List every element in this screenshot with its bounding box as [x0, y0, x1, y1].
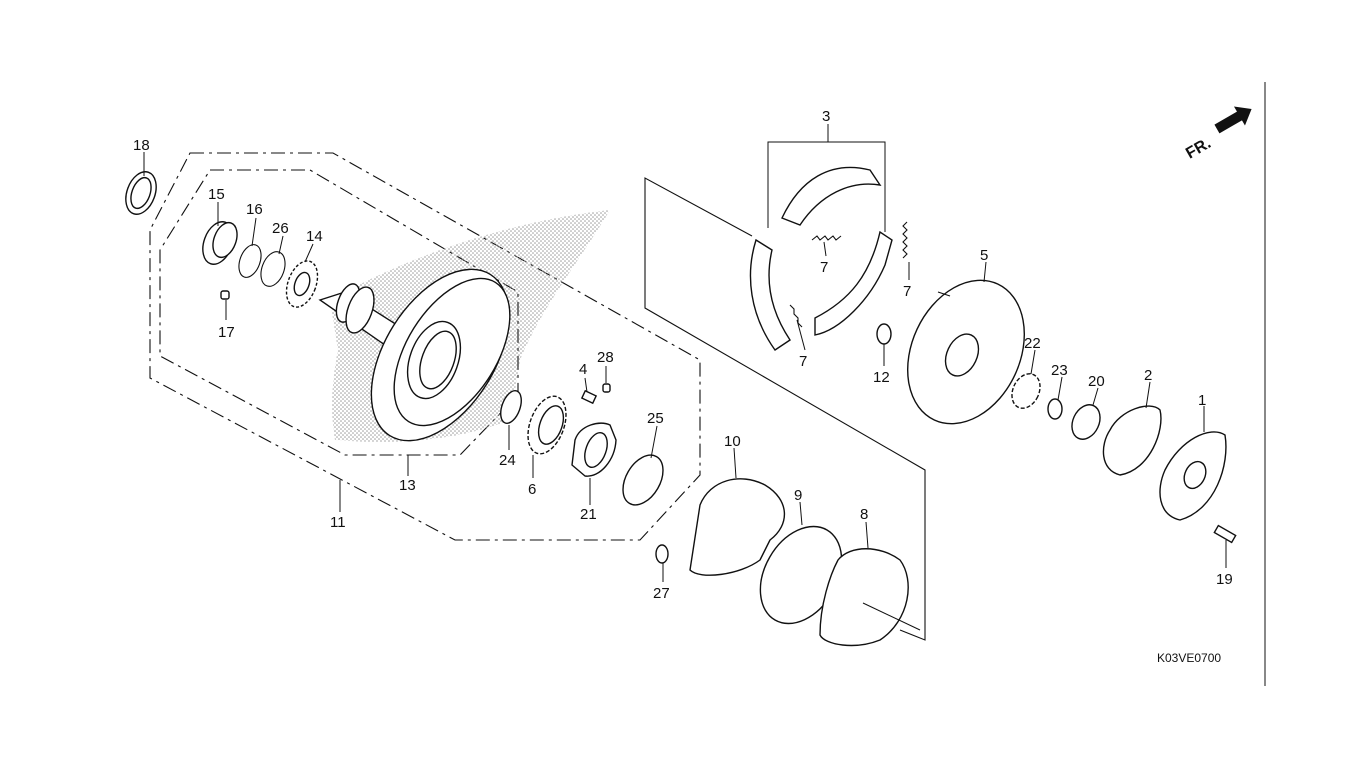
callout-10: 10	[724, 433, 741, 450]
inner-plate-8	[819, 548, 909, 647]
cover-1	[1159, 431, 1227, 521]
shoe-spring-7c	[789, 304, 803, 328]
side-plate-21	[571, 422, 617, 477]
figure-code: K03VE0700	[1157, 651, 1221, 665]
callout-1: 1	[1198, 392, 1206, 409]
callout-21: 21	[580, 506, 597, 523]
front-direction-indicator: FR.	[1183, 106, 1252, 163]
spring-4	[580, 389, 598, 405]
nut-20	[1071, 404, 1101, 440]
bearing-15	[202, 221, 238, 265]
front-arrow-icon	[1214, 106, 1252, 134]
callout-9: 9	[794, 487, 802, 504]
callout-22: 22	[1024, 335, 1041, 352]
callout-11: 11	[330, 514, 346, 531]
callout-2: 2	[1144, 367, 1152, 384]
callout-20: 20	[1088, 373, 1105, 390]
roller-28	[602, 383, 611, 393]
leader-lines	[143, 124, 1227, 631]
callout-16: 16	[246, 201, 263, 218]
ring-24	[500, 390, 522, 424]
callout-17: 17	[218, 324, 235, 341]
callout-3: 3	[822, 108, 830, 125]
one-way-clutch-6	[527, 395, 567, 455]
boss-22	[1011, 373, 1041, 409]
gear-14	[285, 260, 319, 308]
callout-5: 5	[980, 247, 988, 264]
assembly-outline-13	[159, 169, 519, 456]
washer-23	[1047, 398, 1063, 420]
outer-plate-10	[689, 478, 786, 576]
callout-24: 24	[499, 452, 516, 469]
clutch-shoes-3	[749, 166, 893, 351]
callout-26: 26	[272, 220, 289, 237]
callout-4: 4	[579, 361, 587, 378]
dowel-17	[220, 290, 230, 300]
callout-7a: 7	[820, 259, 828, 276]
callout-12: 12	[873, 369, 890, 386]
plate-group-outline	[644, 177, 926, 641]
gasket-2	[1102, 405, 1162, 476]
shoe-group-bracket	[767, 141, 886, 232]
shoe-spring-7b	[902, 221, 908, 259]
callout-15: 15	[208, 186, 225, 203]
nut-27	[655, 544, 669, 564]
callout-14: 14	[306, 228, 323, 245]
bolt-19	[1213, 524, 1237, 544]
drive-plate-5	[906, 279, 1026, 425]
oil-seal-18	[125, 171, 157, 215]
callout-13: 13	[399, 477, 416, 494]
shoe-spring-7a	[811, 235, 842, 241]
clutch-drum-13	[318, 268, 511, 442]
callout-7b: 7	[903, 283, 911, 300]
callout-28: 28	[597, 349, 614, 366]
callout-23: 23	[1051, 362, 1068, 379]
collar-12	[876, 323, 892, 345]
snap-ring-25	[622, 454, 664, 506]
callout-6: 6	[528, 481, 536, 498]
callout-19: 19	[1216, 571, 1233, 588]
front-direction-label: FR.	[1183, 135, 1214, 163]
callout-7c: 7	[799, 353, 807, 370]
callout-18: 18	[133, 137, 150, 154]
circlip-16	[238, 244, 262, 278]
callout-27: 27	[653, 585, 670, 602]
callout-25: 25	[647, 410, 664, 427]
callout-8: 8	[860, 506, 868, 523]
assembly-outline-11	[149, 152, 701, 541]
